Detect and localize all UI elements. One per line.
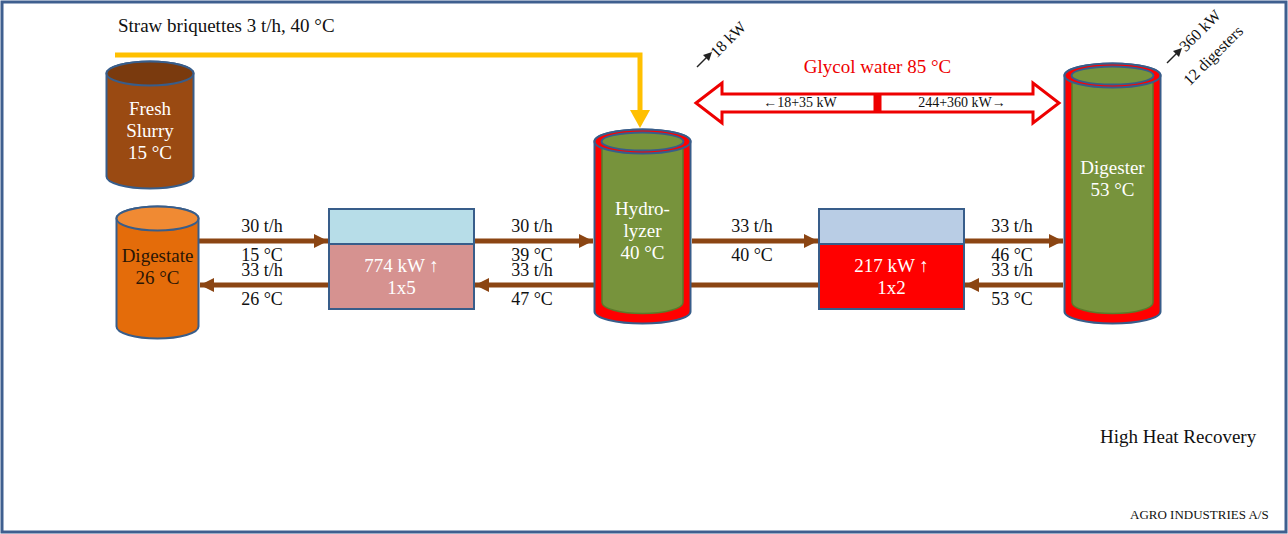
- node-label: Digester: [1080, 157, 1144, 179]
- heat-duty-label: ←18+35 kW: [763, 95, 837, 110]
- flow-rate: 33 t/h: [241, 261, 283, 281]
- node-label: 1x5: [387, 277, 416, 299]
- node-label: Hydro- lyzer: [601, 198, 684, 242]
- flow-rate: 33 t/h: [731, 217, 773, 237]
- slurry-pipe: [965, 283, 1063, 288]
- flow-temperature: 40 °C: [731, 246, 773, 266]
- slurry-pipe: [692, 239, 818, 244]
- flow-temperature: 26 °C: [241, 290, 283, 310]
- slurry-pipe: [195, 239, 328, 244]
- node-label: 1x2: [877, 277, 906, 299]
- node-label: 774 kW ↑: [364, 255, 439, 277]
- edge-label: Glycol water 85 °C: [804, 57, 951, 78]
- node-texts: 217 kW ↑1x2: [820, 255, 963, 299]
- slurry-pipe: [965, 239, 1063, 244]
- digester-tank: Digester53 °C: [1063, 62, 1162, 325]
- divider-bar: [874, 94, 882, 112]
- heat-exchanger: 774 kW ↑1x5: [328, 208, 475, 310]
- heat-loss-head: [1173, 48, 1182, 57]
- feed-label: Straw briquettes 3 t/h, 40 °C: [118, 16, 335, 37]
- straw-feed-head: [630, 110, 650, 128]
- flow-rate: 33 t/h: [991, 217, 1033, 237]
- node-texts: Digester53 °C: [1063, 157, 1162, 201]
- flow-temperature: 47 °C: [511, 290, 553, 310]
- node-texts: 774 kW ↑1x5: [330, 255, 473, 299]
- flow-temperature: 53 °C: [991, 290, 1033, 310]
- node-texts: Hydro- lyzer40 °C: [593, 198, 692, 264]
- heat-duty-label: 244+360 kW→: [918, 95, 1006, 110]
- digestate-tank: Digestate26 °C: [115, 205, 200, 340]
- cold-side-chamber: [820, 210, 963, 245]
- slurry-pipe: [200, 283, 328, 288]
- heat-exchanger: 217 kW ↑1x2: [818, 208, 965, 310]
- node-label: Digestate: [122, 245, 194, 267]
- node-label: 53 °C: [1090, 179, 1134, 201]
- flow-rate: 30 t/h: [241, 217, 283, 237]
- hydrolyzer-tank: Hydro- lyzer40 °C: [593, 128, 692, 325]
- slurry-pipe: [475, 239, 593, 244]
- node-texts: Digestate26 °C: [115, 245, 200, 289]
- node-label: 40 °C: [620, 242, 664, 264]
- diagram-note: High Heat Recovery: [1100, 427, 1256, 448]
- flow-rate: 33 t/h: [511, 261, 553, 281]
- glycol-double-arrow: [696, 83, 1059, 123]
- node-texts: Fresh Slurry15 °C: [105, 98, 195, 164]
- slurry-tank: Fresh Slurry15 °C: [105, 60, 195, 190]
- node-label: 217 kW ↑: [854, 255, 929, 277]
- node-label: 26 °C: [135, 267, 179, 289]
- flow-rate: 30 t/h: [511, 217, 553, 237]
- cold-side-chamber: [330, 210, 473, 245]
- node-label: Fresh Slurry: [113, 98, 187, 142]
- heat-loss-label: 18 kW: [707, 18, 750, 61]
- flow-rate: 33 t/h: [991, 261, 1033, 281]
- node-label: 15 °C: [128, 142, 172, 164]
- company-name: AGRO INDUSTRIES A/S: [1130, 508, 1269, 522]
